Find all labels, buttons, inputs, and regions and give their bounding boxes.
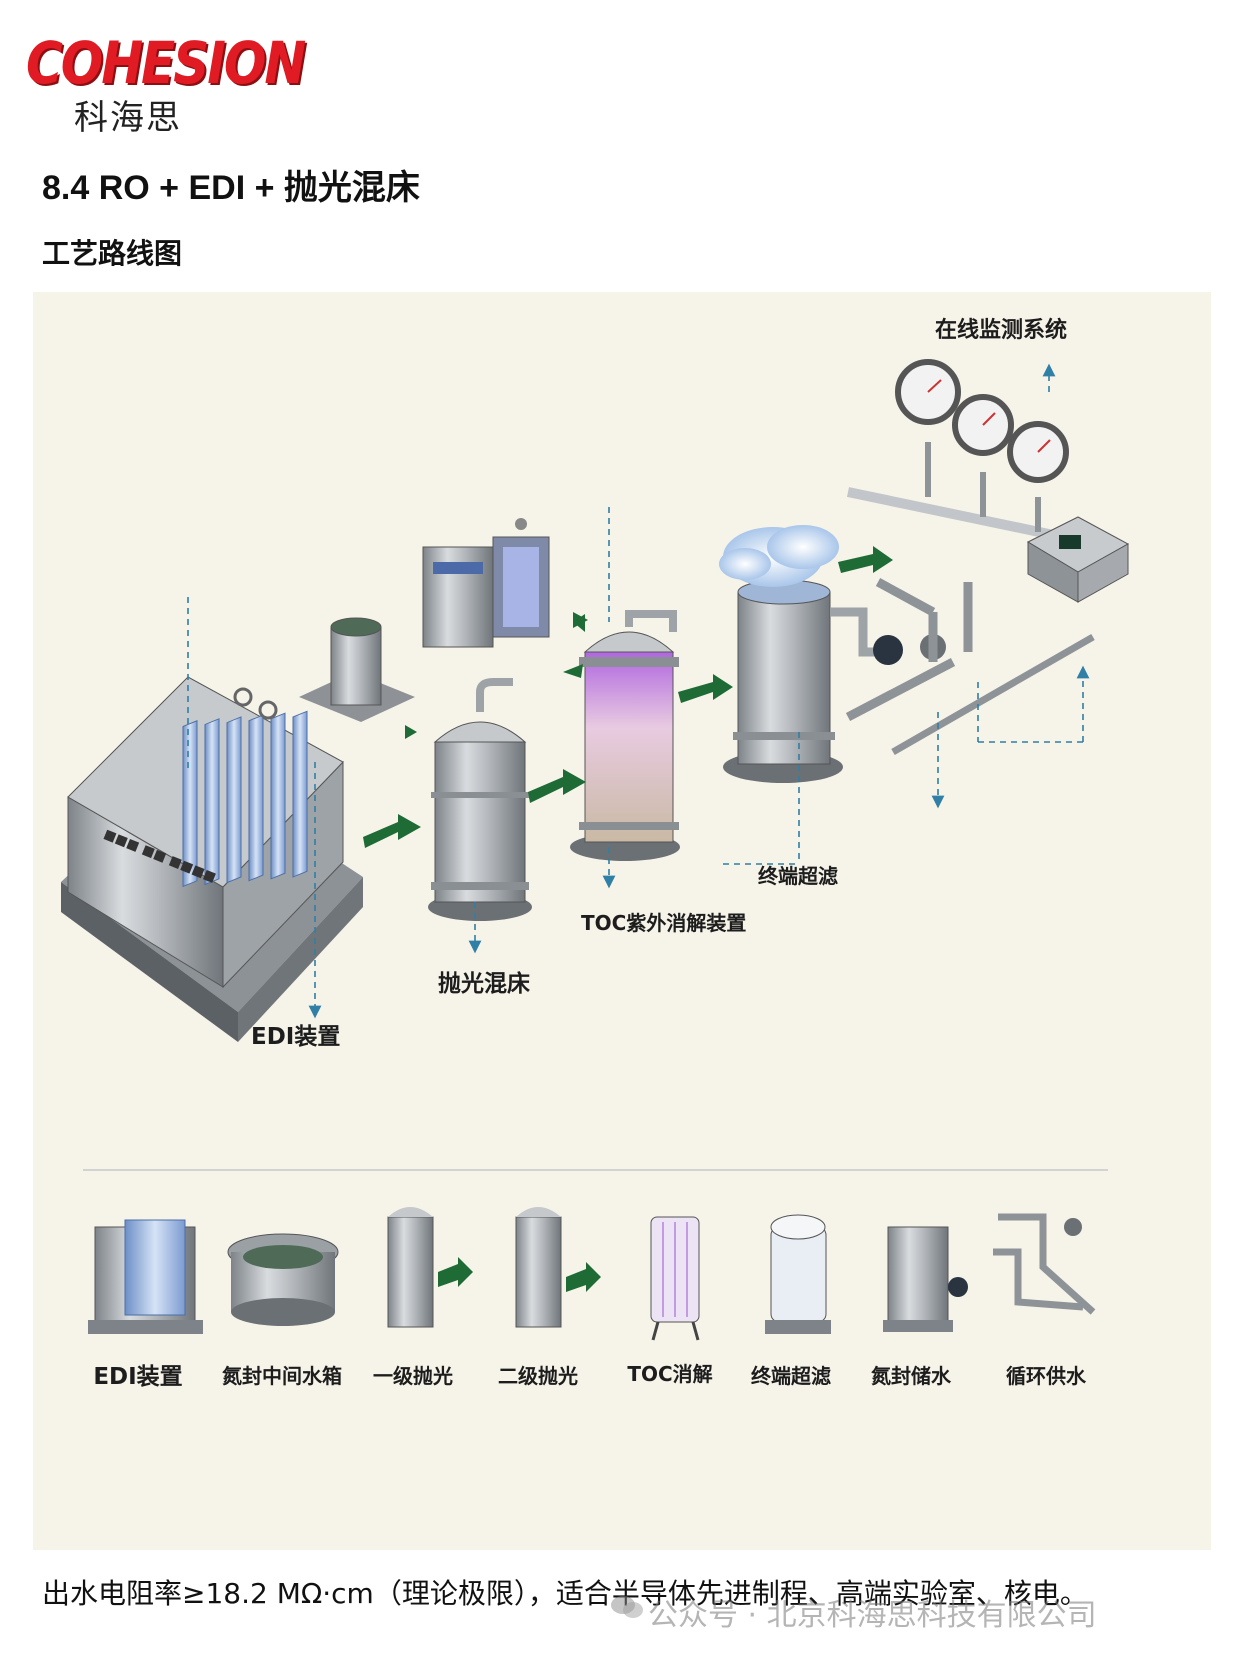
logo-chinese-name: 科海思 [74,98,182,138]
brand-logo: COHESION 科海思 [22,30,306,138]
mixed-bed-vessel [428,678,532,921]
strip-icon-tank [227,1233,339,1326]
terminal-uf-vessel [719,525,883,783]
process-diagram-graphics: ■■■ ■■ ■■■■ [61,359,1130,1341]
valve-assembly [845,578,1095,756]
strip-icon-circulation [993,1213,1096,1315]
strip-label: 循环供水 [1006,1364,1086,1388]
toc-uv-vessel [570,610,680,861]
label-terminal-uf: 终端超滤 [758,864,838,888]
wechat-icon [611,1596,643,1618]
logo-wordmark: COHESION [26,30,306,97]
label-toc-uv: TOC紫外消解装置 [581,911,747,935]
section-subtitle: 工艺路线图 [42,237,183,270]
flow-arrows [363,546,893,848]
strip-icon-toc [650,1216,700,1341]
strip-label: 二级抛光 [498,1364,578,1388]
section-title: 8.4 RO + EDI + 抛光混床 [42,169,420,207]
intermediate-tank [299,617,415,722]
strip-label: 氮封储水 [871,1364,951,1388]
footer-note: 出水电阻率≥18.2 MΩ·cm（理论极限），适合半导体先进制程、高端实验室、核… [42,1577,1088,1610]
label-edi: EDI装置 [251,1024,341,1050]
edi-device: ■■■ ■■ ■■■■ [61,676,363,1042]
watermark-text: 公众号 · 北京科海思科技有限公司 [648,1598,1097,1633]
strip-label: 氮封中间水箱 [222,1364,342,1388]
monitoring-gauges [846,359,1130,603]
strip-label: EDI装置 [93,1364,183,1390]
strip-icon-polish-2 [515,1207,601,1328]
label-mixed-bed: 抛光混床 [438,971,530,997]
strip-label: 一级抛光 [373,1364,453,1388]
strip-label: 终端超滤 [751,1364,831,1388]
strip-label: TOC消解 [627,1362,713,1386]
dashed-guides [83,363,1108,1171]
strip-icon-polish-1 [387,1207,473,1328]
strip-icon-edi [88,1219,203,1334]
process-diagram: ■■■ ■■ ■■■■ [33,292,1211,1550]
label-monitoring-system: 在线监测系统 [935,318,1068,343]
strip-icon-uf [765,1214,831,1334]
strip-icon-storage [883,1226,968,1332]
equipment-block [422,518,550,648]
